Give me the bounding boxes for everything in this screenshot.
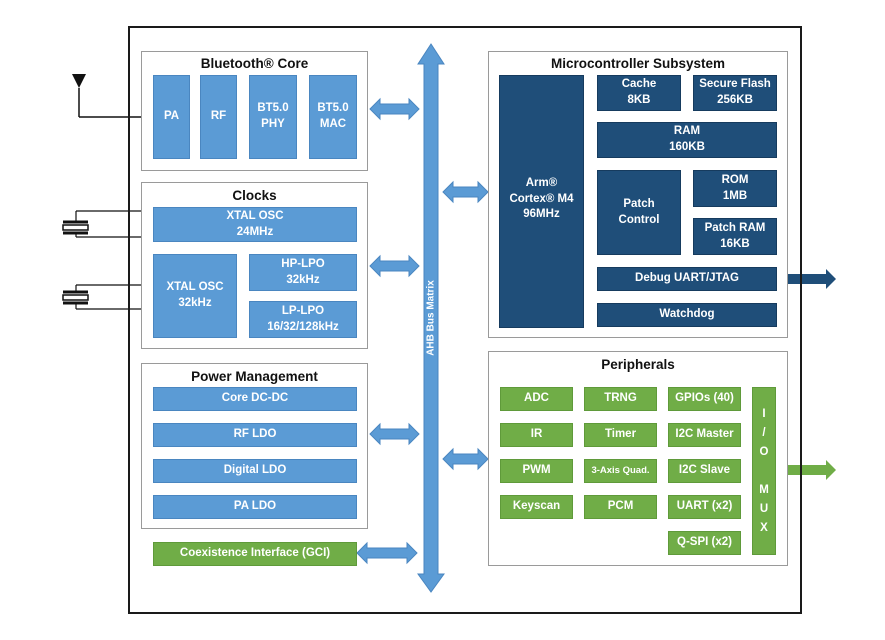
debug-external-arrow [776,269,836,289]
i2c-slave-block: I2C Slave [668,459,741,483]
debug-uart-jtag-block: Debug UART/JTAG [597,267,777,291]
pa-ldo-block: PA LDO [153,495,357,519]
bluetooth-bus-arrow [369,97,420,121]
rf-block: RF [200,75,237,159]
keyscan-block: Keyscan [500,495,573,519]
peripherals-title: Peripherals [601,357,675,372]
cpu-block: Arm® Cortex® M4 96MHz [499,75,584,328]
io-mux-letter: X [760,521,768,534]
hp-lpo-block: HP-LPO 32kHz [249,254,357,291]
chip-outline [128,26,802,614]
antenna-icon [72,74,153,118]
io-mux-letter: O [759,445,769,458]
peripherals-group: Peripherals [488,351,788,566]
pcm-block: PCM [584,495,657,519]
io-mux-letter: M [759,483,769,496]
lp-lpo-block: LP-LPO 16/32/128kHz [249,301,357,338]
ahb-bus-label: AHB Bus Matrix [425,280,437,356]
io-mux-letter: U [759,502,769,515]
quad-decoder-block: 3-Axis Quad. [584,459,657,483]
pa-block: PA [153,75,190,159]
patch-control-block: Patch Control [597,170,681,255]
io-mux-letter: / [762,426,766,439]
clocks-title: Clocks [232,188,277,203]
bt-phy-block: BT5.0 PHY [249,75,297,159]
qspi-block: Q-SPI (x2) [668,531,741,555]
io-mux-letter: I [762,407,766,420]
io-mux-block: I / O M U X [752,387,776,555]
xtal-24mhz-block: XTAL OSC 24MHz [153,207,357,242]
gpios-block: GPIOs (40) [668,387,741,411]
trng-block: TRNG [584,387,657,411]
mcu-subsystem-title: Microcontroller Subsystem [550,56,726,71]
iomux-external-arrow [776,460,836,480]
clocks-bus-arrow [369,254,420,278]
ir-block: IR [500,423,573,447]
timer-block: Timer [584,423,657,447]
adc-block: ADC [500,387,573,411]
crystal-32khz-icon [62,284,153,310]
uart-block: UART (x2) [668,495,741,519]
power-bus-arrow [369,422,420,446]
ram-block: RAM 160KB [597,122,777,158]
ahb-bus-arrow [417,43,445,593]
pwm-block: PWM [500,459,573,483]
cache-block: Cache 8KB [597,75,681,111]
bluetooth-core-title: Bluetooth® Core [200,56,309,71]
rf-ldo-block: RF LDO [153,423,357,447]
digital-ldo-block: Digital LDO [153,459,357,483]
core-dcdc-block: Core DC-DC [153,387,357,411]
i2c-master-block: I2C Master [668,423,741,447]
watchdog-block: Watchdog [597,303,777,327]
coexistence-interface-block: Coexistence Interface (GCI) [153,542,357,566]
patch-ram-block: Patch RAM 16KB [693,218,777,255]
crystal-24mhz-icon [62,210,153,238]
xtal-32khz-block: XTAL OSC 32kHz [153,254,237,338]
coex-bus-arrow [356,541,418,565]
power-management-title: Power Management [191,369,318,384]
secure-flash-block: Secure Flash 256KB [693,75,777,111]
rom-block: ROM 1MB [693,170,777,207]
bt-mac-block: BT5.0 MAC [309,75,357,159]
